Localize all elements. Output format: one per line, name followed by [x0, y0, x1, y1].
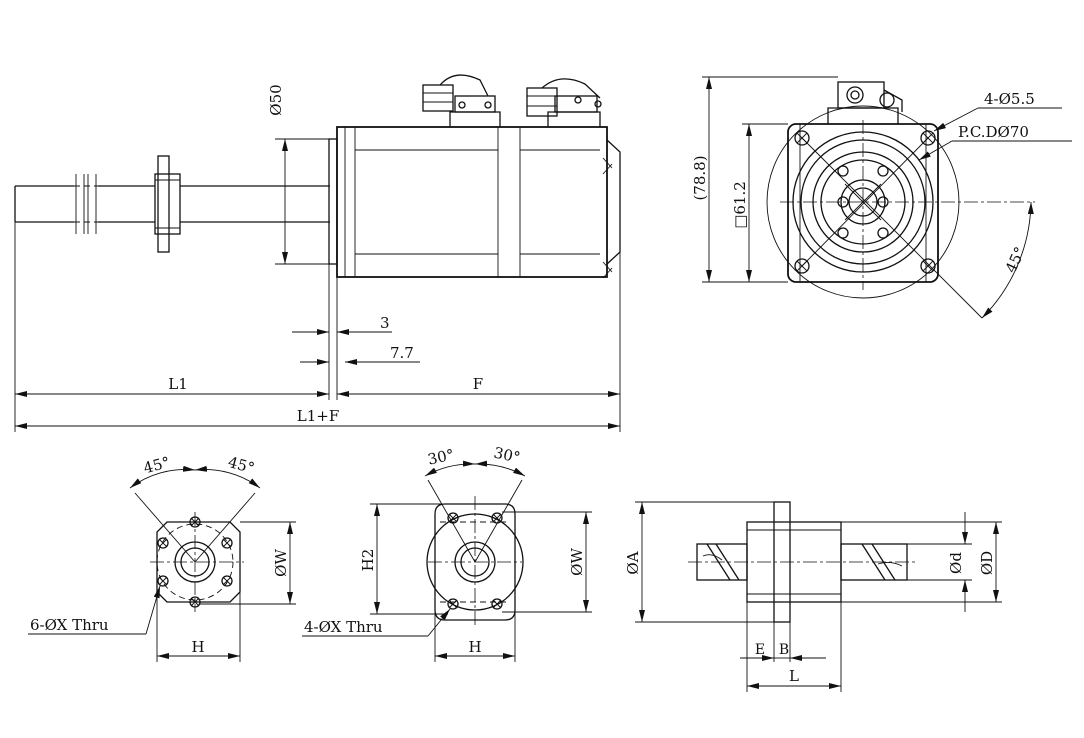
dim-F-label: F — [473, 375, 483, 393]
screw-shaft — [14, 174, 330, 234]
dim-F: F — [337, 375, 620, 397]
dim-pcd-label: P.C.DØ70 — [958, 123, 1029, 141]
connector-right — [526, 78, 602, 127]
round-angle-left: 45° — [142, 453, 172, 477]
side-dim-L: L — [789, 667, 799, 685]
dim-L1F-label: L1+F — [297, 407, 339, 425]
round-nut-holes — [157, 516, 233, 608]
leader-holes: 4-Ø5.5 — [933, 90, 1062, 132]
round-holes-label: 6-ØX Thru — [30, 616, 109, 634]
nut-side-view: ØA Ød ØD E B L — [624, 501, 1002, 692]
side-dim-A: ØA — [624, 551, 642, 574]
dim-7-7: 7.7 — [300, 344, 420, 365]
square-dim-W: ØW — [568, 548, 586, 576]
motor-end-view: (78.8) □61.2 4-Ø5.5 P.C.DØ70 45° — [691, 76, 1072, 319]
dim-78-8-label: (78.8) — [691, 155, 709, 200]
dim-phi50: Ø50 — [267, 84, 329, 265]
round-angle-right: 45° — [226, 453, 256, 477]
leader-pcd: P.C.DØ70 — [918, 123, 1072, 161]
dim-L1F: L1+F — [15, 407, 620, 429]
side-dim-B: B — [779, 642, 789, 658]
square-dim-H2: H2 — [359, 549, 377, 572]
end-connector — [827, 81, 903, 124]
side-dim-d: Ød — [947, 552, 965, 574]
dim-angle-45: 45° — [981, 201, 1034, 319]
motor-body — [328, 126, 621, 279]
dim-phi50-label: Ø50 — [267, 84, 285, 115]
square-angle-left: 30° — [426, 446, 456, 469]
dim-angle-label: 45° — [1002, 244, 1030, 276]
side-dim-D: ØD — [978, 551, 996, 575]
side-dim-E: E — [755, 642, 765, 658]
square-holes-label: 4-ØX Thru — [304, 618, 383, 636]
corner-holes — [794, 130, 936, 274]
dim-L1-label: L1 — [168, 375, 188, 393]
dim-3-label: 3 — [380, 314, 390, 332]
dim-holes-label: 4-Ø5.5 — [984, 90, 1035, 108]
dim-78-8: (78.8) — [691, 76, 838, 283]
dim-L1: L1 — [15, 375, 329, 397]
round-dim-W: ØW — [272, 549, 290, 577]
connector-left — [422, 74, 501, 127]
nut-round-view: 45° 45° ØW H 6-ØX Thru — [28, 453, 296, 662]
nut-flange — [154, 155, 181, 253]
dim-sq61-2: □61.2 — [731, 123, 788, 282]
dim-3: 3 — [292, 314, 392, 335]
dim-sq61-2-label: □61.2 — [731, 181, 749, 229]
square-dim-H: H — [468, 638, 481, 656]
dim-7-7-label: 7.7 — [390, 344, 414, 362]
nut-square-view: 30° 30° H2 ØW H 4-ØX Thru — [302, 444, 592, 662]
inner-holes — [837, 165, 889, 239]
square-angle-right: 30° — [492, 444, 522, 467]
motor-side-view: Ø50 3 7.7 L1 F L1+F — [14, 74, 621, 432]
round-dim-H: H — [191, 638, 204, 656]
